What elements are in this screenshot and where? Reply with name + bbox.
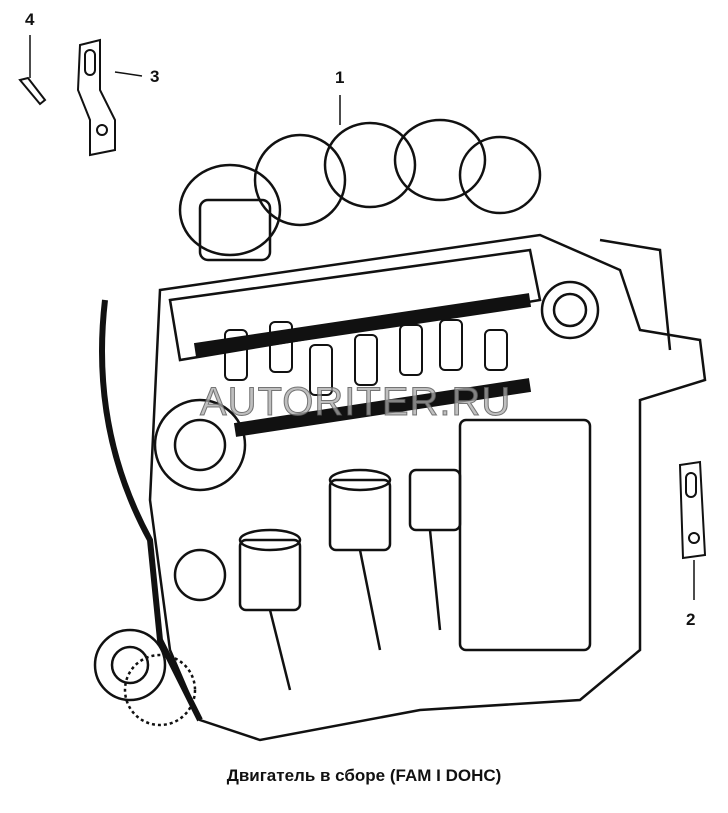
pistons — [238, 468, 462, 691]
bracket-2 — [678, 460, 707, 600]
diagram-caption: Двигатель в сборе (FAM I DOHC) — [226, 766, 502, 785]
callout-1: 1 — [335, 68, 345, 87]
callout-2: 2 — [686, 610, 696, 629]
intake-manifold — [178, 118, 542, 262]
callout-4: 4 — [25, 10, 35, 29]
bolt-4 — [18, 35, 47, 106]
callout-3: 3 — [150, 67, 160, 86]
camshafts — [193, 293, 532, 437]
leader-lines — [114, 71, 341, 125]
watermark: AUTORITER.RU — [199, 380, 512, 425]
timing-belt — [93, 299, 247, 727]
bracket-3 — [76, 38, 116, 157]
